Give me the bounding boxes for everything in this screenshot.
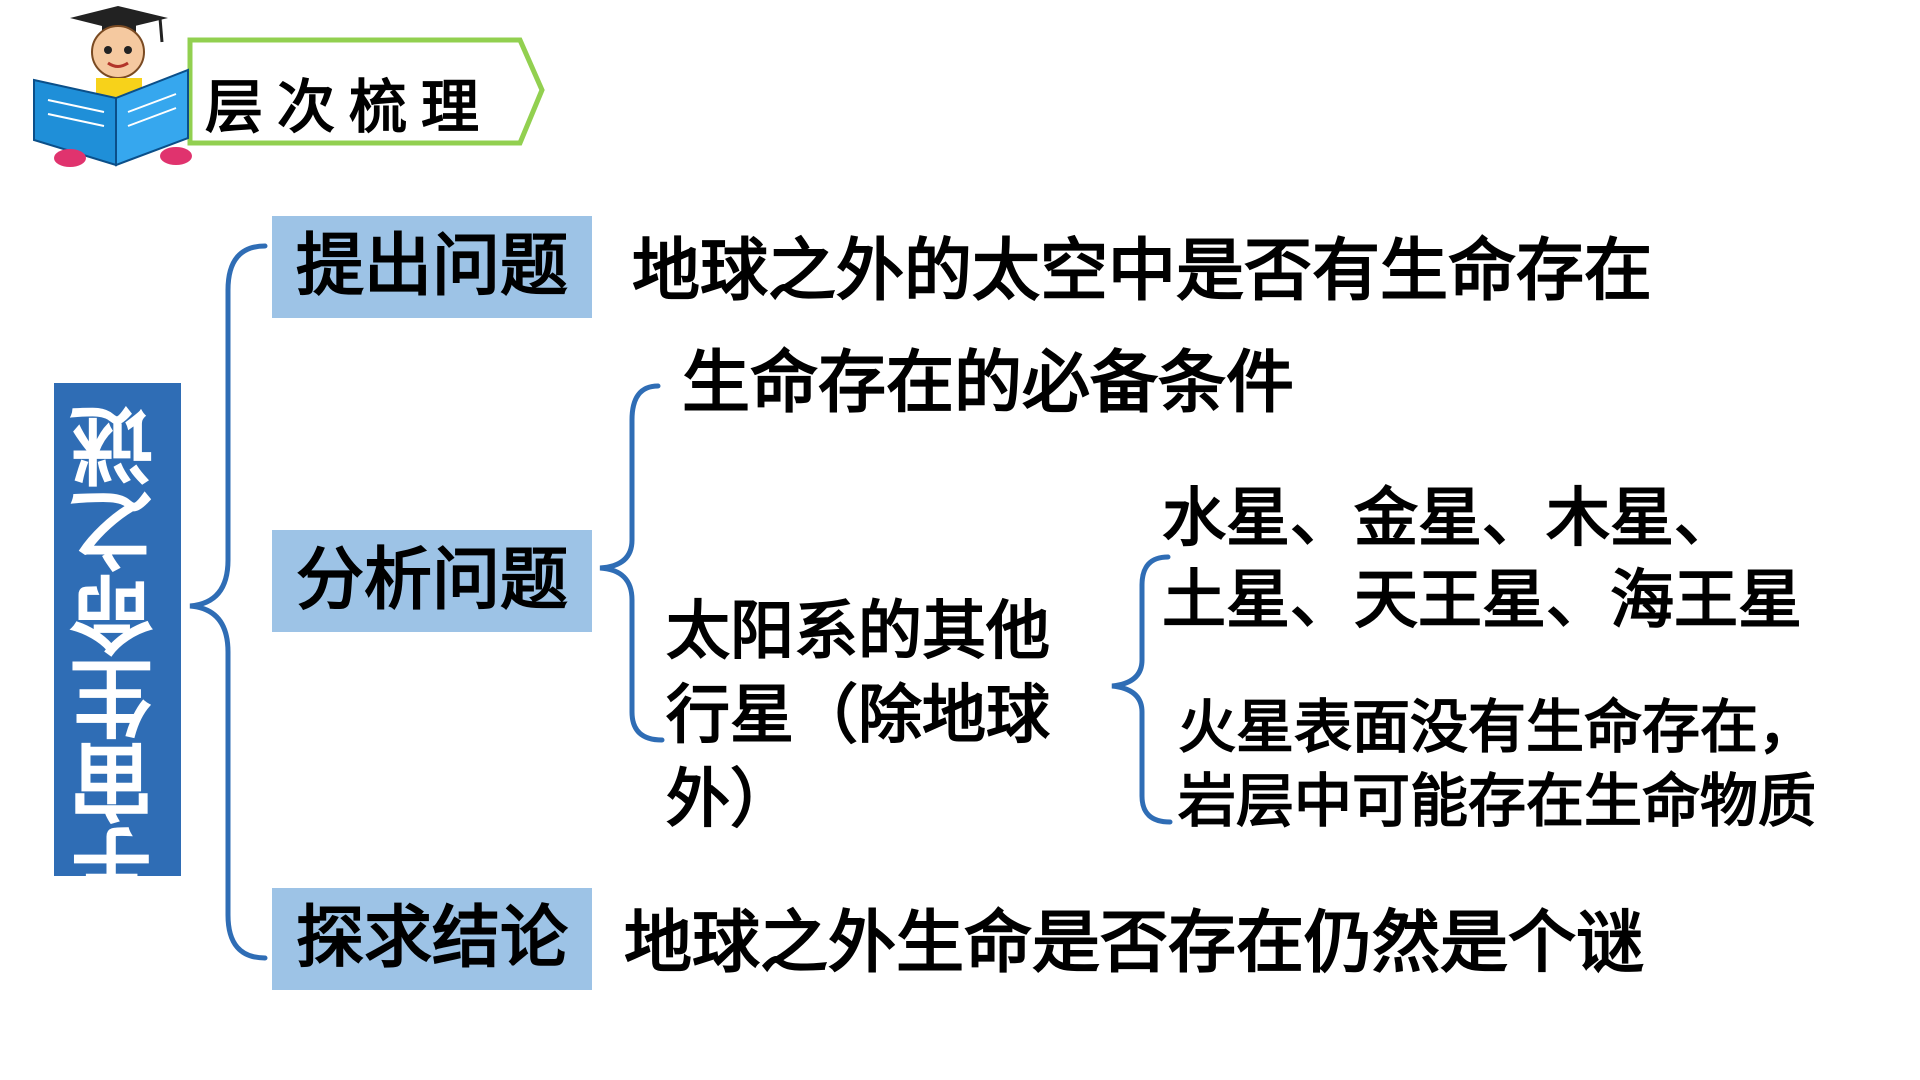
root-topic-label: 宇宙生命之谜 <box>69 405 167 876</box>
branch-content-question: 地球之外的太空中是否有生命存在 <box>632 232 1653 311</box>
analysis-condition: 生命存在的必备条件 <box>682 344 1295 423</box>
planets-label-line: 太阳系的其他 <box>666 595 1050 669</box>
branch-content-conclusion: 地球之外生命是否存在仍然是个谜 <box>624 904 1645 983</box>
category-label: 探求结论 <box>295 899 568 978</box>
planets-label-line: 外） <box>666 763 794 837</box>
root-topic-box: 宇宙生命之谜 <box>54 383 181 876</box>
planets-label: 太阳系的其他 行星（除地球 外） <box>666 590 1050 842</box>
category-box-conclusion: 探求结论 <box>272 888 592 990</box>
planets-leaf-outer: 水星、金星、木星、 土星、天王星、海王星 <box>1162 478 1802 642</box>
header-arrow-tag <box>33 6 545 167</box>
mars-leaf-line: 火星表面没有生命存在， <box>1178 693 1817 761</box>
category-label: 分析问题 <box>295 541 568 620</box>
category-box-raise-question: 提出问题 <box>272 216 592 318</box>
planets-leaf-line: 土星、天王星、海王星 <box>1162 564 1802 638</box>
planets-leaf-line: 水星、金星、木星、 <box>1162 482 1738 556</box>
analysis-brace <box>599 383 665 743</box>
mars-leaf-line: 岩层中可能存在生命物质 <box>1178 767 1817 835</box>
planets-label-line: 行星（除地球 <box>666 679 1050 753</box>
main-brace <box>189 243 268 961</box>
header-title: 层次梳理 <box>205 73 494 141</box>
category-label: 提出问题 <box>295 227 568 306</box>
student-reading-icon <box>33 6 192 167</box>
category-box-analyze-question: 分析问题 <box>272 530 592 632</box>
mars-leaf: 火星表面没有生命存在， 岩层中可能存在生命物质 <box>1178 690 1816 838</box>
